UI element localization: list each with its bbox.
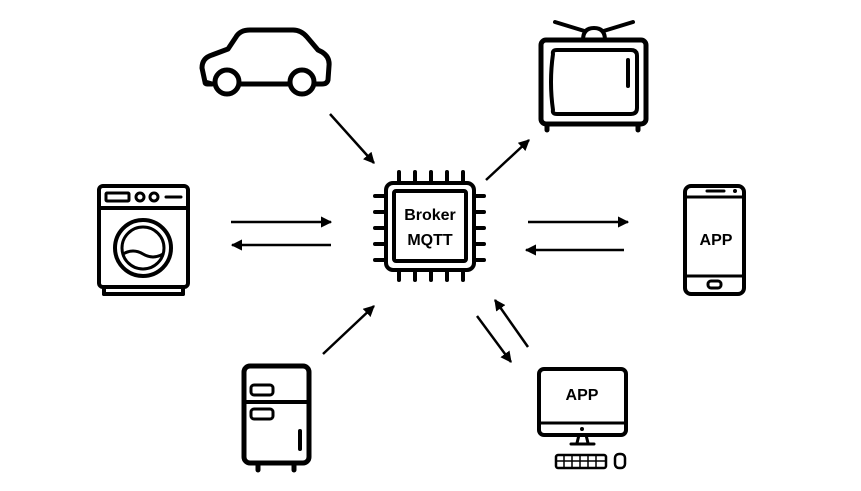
broker-label-line1: Broker [404,207,456,224]
arrow-car-to-broker [329,113,375,164]
fridge-icon [241,363,312,473]
arrow-desktop-to-broker [493,299,530,348]
desktop-app-label: APP [566,387,599,404]
arrow-broker-to-tv [485,139,530,181]
arrow-broker-to-desktop [475,315,513,363]
tv-icon [538,20,649,133]
washing-machine-icon [97,184,190,296]
arrow-fridge-to-broker [322,305,375,355]
smartphone-icon [683,184,746,296]
desktop-computer-icon [537,367,628,470]
broker-label-line2: MQTT [407,232,453,249]
broker-chip-icon: Broker MQTT [373,170,486,282]
phone-app-label: APP [700,232,733,249]
car-icon [199,27,332,97]
